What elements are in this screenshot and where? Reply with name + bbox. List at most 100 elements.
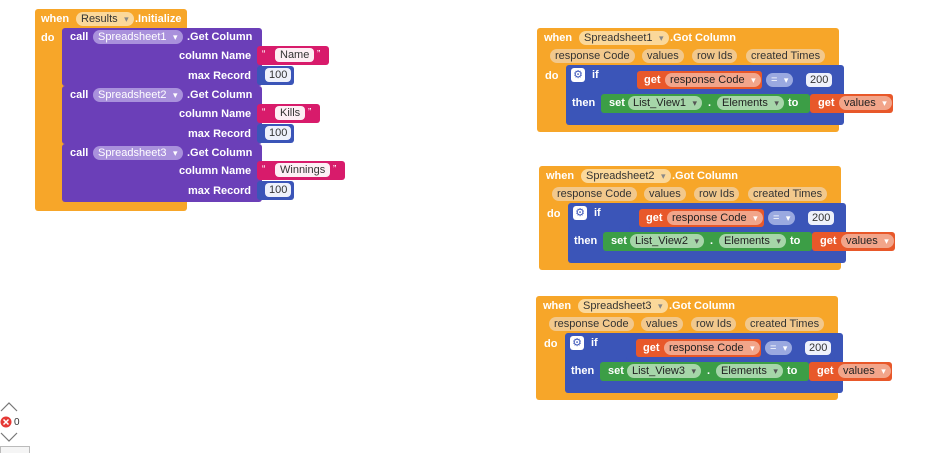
do-label: do (41, 32, 55, 44)
chevron-up-icon[interactable] (0, 402, 18, 412)
get-label: get (820, 235, 837, 247)
param-response-code[interactable]: response Code (550, 49, 635, 63)
column-name-field[interactable]: Name (275, 48, 315, 62)
compare-value-field[interactable]: 200 (808, 211, 835, 225)
variable-dropdown[interactable]: values (839, 96, 892, 110)
get-label: get (646, 212, 663, 224)
param-response-code[interactable]: response Code (552, 187, 637, 201)
get-block[interactable]: get response Code (637, 71, 762, 89)
set-block[interactable]: set List_View3 . Elements to (600, 362, 809, 381)
number-block[interactable]: 100 (257, 124, 294, 143)
property-dropdown[interactable]: Elements (717, 96, 784, 110)
set-block[interactable]: set List_View1 . Elements to (601, 94, 810, 113)
param-created-times[interactable]: created Times (746, 49, 826, 63)
variable-dropdown[interactable]: values (838, 364, 891, 378)
property-dropdown[interactable]: Elements (716, 364, 783, 378)
compare-operator-dropdown[interactable]: = (765, 341, 793, 355)
get-block[interactable]: get values (809, 362, 892, 381)
column-name-label: column Name (179, 50, 252, 62)
param-row-ids[interactable]: row Ids (692, 49, 738, 63)
then-label: then (574, 235, 598, 247)
component-dropdown-list-view1[interactable]: List_View1 (628, 96, 702, 110)
call-label: call (70, 89, 89, 101)
param-created-times[interactable]: created Times (748, 187, 828, 201)
chevron-down-icon[interactable] (0, 432, 18, 442)
if-label: if (594, 207, 601, 219)
variable-dropdown[interactable]: response Code (665, 73, 761, 87)
then-label: then (572, 97, 596, 109)
close-quote: ” (317, 49, 321, 60)
call-label: call (70, 31, 89, 43)
text-block[interactable]: “ Kills ” (257, 104, 320, 123)
max-record-field[interactable]: 100 (265, 126, 292, 140)
component-dropdown-list-view3[interactable]: List_View3 (627, 364, 701, 378)
max-record-label: max Record (188, 185, 251, 197)
max-record-field[interactable]: 100 (265, 68, 292, 82)
set-label: set (609, 97, 625, 109)
component-dropdown-spreadsheet1[interactable]: Spreadsheet1 (579, 31, 669, 45)
variable-dropdown[interactable]: response Code (667, 211, 763, 225)
column-name-field[interactable]: Kills (275, 106, 306, 120)
do-label: do (544, 338, 558, 350)
when-label: when (546, 170, 575, 182)
call-label: call (70, 147, 89, 159)
get-block[interactable]: get values (810, 94, 893, 113)
component-dropdown-list-view2[interactable]: List_View2 (630, 234, 704, 248)
variable-dropdown[interactable]: values (841, 234, 894, 248)
open-quote: “ (262, 107, 266, 118)
compare-value-field[interactable]: 200 (805, 341, 832, 355)
param-values[interactable]: values (644, 187, 686, 201)
get-label: get (643, 342, 660, 354)
when-label: when (543, 300, 572, 312)
component-dropdown-spreadsheet3[interactable]: Spreadsheet3 (578, 299, 668, 313)
component-dropdown-spreadsheet1[interactable]: Spreadsheet1 (93, 30, 183, 44)
close-quote: ” (308, 107, 312, 118)
warning-indicator: 0 (0, 402, 30, 453)
do-label: do (547, 208, 561, 220)
max-record-field[interactable]: 100 (265, 183, 292, 197)
dot-label: . (710, 235, 714, 247)
gear-icon[interactable]: ⚙ (571, 68, 585, 82)
set-block[interactable]: set List_View2 . Elements to (603, 232, 812, 251)
compare-value-field[interactable]: 200 (806, 73, 833, 87)
max-record-label: max Record (188, 128, 251, 140)
compare-operator-dropdown[interactable]: = (768, 211, 796, 225)
event-name: .Got Column (669, 300, 735, 312)
param-values[interactable]: values (641, 317, 683, 331)
variable-dropdown[interactable]: response Code (664, 341, 760, 355)
event-name: .Got Column (672, 170, 738, 182)
method-name: .Get Column (187, 89, 253, 101)
to-label: to (788, 97, 799, 109)
param-row-ids[interactable]: row Ids (694, 187, 740, 201)
then-label: then (571, 365, 595, 377)
param-created-times[interactable]: created Times (745, 317, 825, 331)
text-block[interactable]: “ Winnings ” (257, 161, 345, 180)
number-block[interactable]: 100 (257, 181, 294, 200)
gear-icon[interactable]: ⚙ (570, 336, 584, 350)
dot-label: . (707, 365, 711, 377)
method-name: .Get Column (187, 31, 253, 43)
open-quote: “ (262, 49, 266, 60)
column-name-label: column Name (179, 165, 252, 177)
number-block[interactable]: 100 (257, 66, 294, 85)
get-block[interactable]: get response Code (636, 339, 761, 357)
get-label: get (818, 97, 835, 109)
dot-label: . (708, 97, 712, 109)
param-response-code[interactable]: response Code (549, 317, 634, 331)
get-block[interactable]: get values (812, 232, 895, 251)
component-dropdown-results[interactable]: Results (76, 12, 134, 26)
component-dropdown-spreadsheet2[interactable]: Spreadsheet2 (93, 88, 183, 102)
gear-icon[interactable]: ⚙ (573, 206, 587, 220)
max-record-label: max Record (188, 70, 251, 82)
get-block[interactable]: get response Code (639, 209, 764, 227)
column-name-field[interactable]: Winnings (275, 163, 331, 177)
set-label: set (611, 235, 627, 247)
compare-operator-dropdown[interactable]: = (766, 73, 794, 87)
param-values[interactable]: values (642, 49, 684, 63)
param-row-ids[interactable]: row Ids (691, 317, 737, 331)
component-dropdown-spreadsheet2[interactable]: Spreadsheet2 (581, 169, 671, 183)
text-block[interactable]: “ Name ” (257, 46, 329, 65)
to-label: to (790, 235, 801, 247)
component-dropdown-spreadsheet3[interactable]: Spreadsheet3 (93, 146, 183, 160)
property-dropdown[interactable]: Elements (719, 234, 786, 248)
